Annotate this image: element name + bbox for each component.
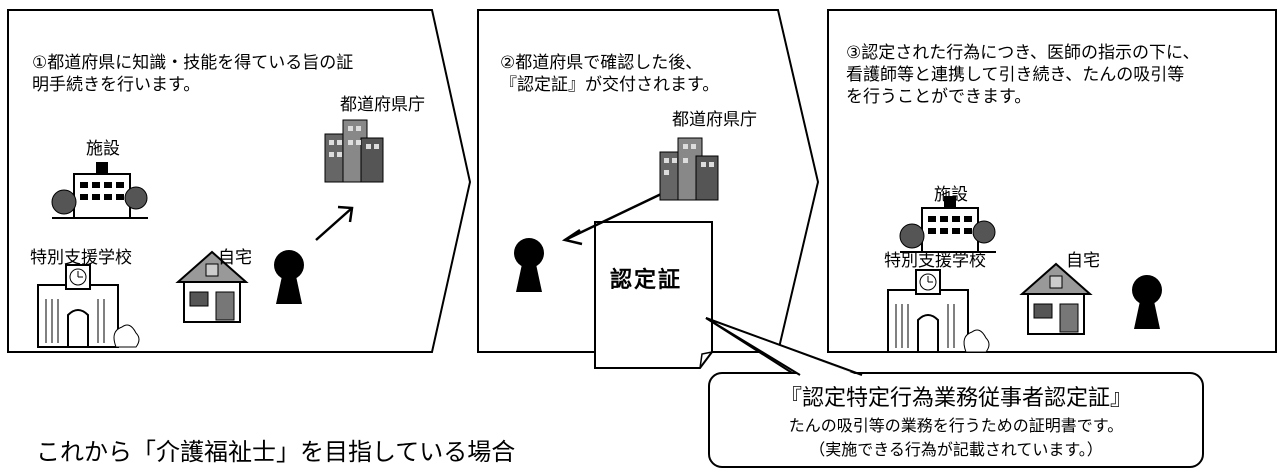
certificate-document <box>594 221 713 369</box>
person-icon-3 <box>1132 275 1162 329</box>
prefecture-office-icon-2 <box>659 137 719 201</box>
callout-line-2: （実施できる行為が記載されています。） <box>809 440 1103 459</box>
callout-line-1: たんの吸引等の業務を行うための証明書です。 <box>788 416 1124 435</box>
person-icon-1 <box>274 250 304 304</box>
panel-1-school-label: 特別支援学校 <box>30 248 132 268</box>
certificate-label: 認定証 <box>610 267 683 293</box>
person-icon-2 <box>514 238 544 292</box>
arrow-to-prefecture-icon <box>315 205 354 241</box>
certificate-callout: 『認定特定行為業務従事者認定証』 たんの吸引等の業務を行うための証明書です。 （… <box>708 372 1204 468</box>
panel-3-school-label: 特別支援学校 <box>884 251 986 271</box>
panel-2-prefecture-label: 都道府県庁 <box>672 110 757 130</box>
school-clock-icon-1 <box>37 264 140 348</box>
facility-building-icon-1 <box>51 162 148 219</box>
callout-title: 『認定特定行為業務従事者認定証』 <box>779 386 1132 411</box>
house-icon-3 <box>1019 262 1093 335</box>
panel-3-description: ③認定された行為につき、医師の指示の下に、 看護師等と連携して引き続き、たんの吸… <box>846 43 1200 107</box>
panel-1-prefecture-label: 都道府県庁 <box>340 95 425 115</box>
panel-1-facility-label: 施設 <box>86 139 120 159</box>
panel-1-description: ①都道府県に知識・技能を得ている旨の証 明手続きを行います。 <box>32 53 354 95</box>
panel-3-home-label: 自宅 <box>1066 251 1100 271</box>
panel-3-frame <box>827 9 1277 353</box>
panel-2-frame <box>477 9 820 353</box>
bottom-heading: これから「介護福祉士」を目指している場合 <box>36 438 516 466</box>
school-clock-icon-3 <box>887 269 990 353</box>
facility-building-icon-3 <box>899 196 996 253</box>
panel-1-home-label: 自宅 <box>218 248 252 268</box>
prefecture-office-icon-1 <box>324 119 384 183</box>
panel-3-facility-label: 施設 <box>934 185 968 205</box>
house-icon-1 <box>175 250 249 323</box>
panel-2-description: ②都道府県で確認した後、 『認定証』が交付されます。 <box>500 53 720 95</box>
panel-1-frame <box>7 9 472 353</box>
